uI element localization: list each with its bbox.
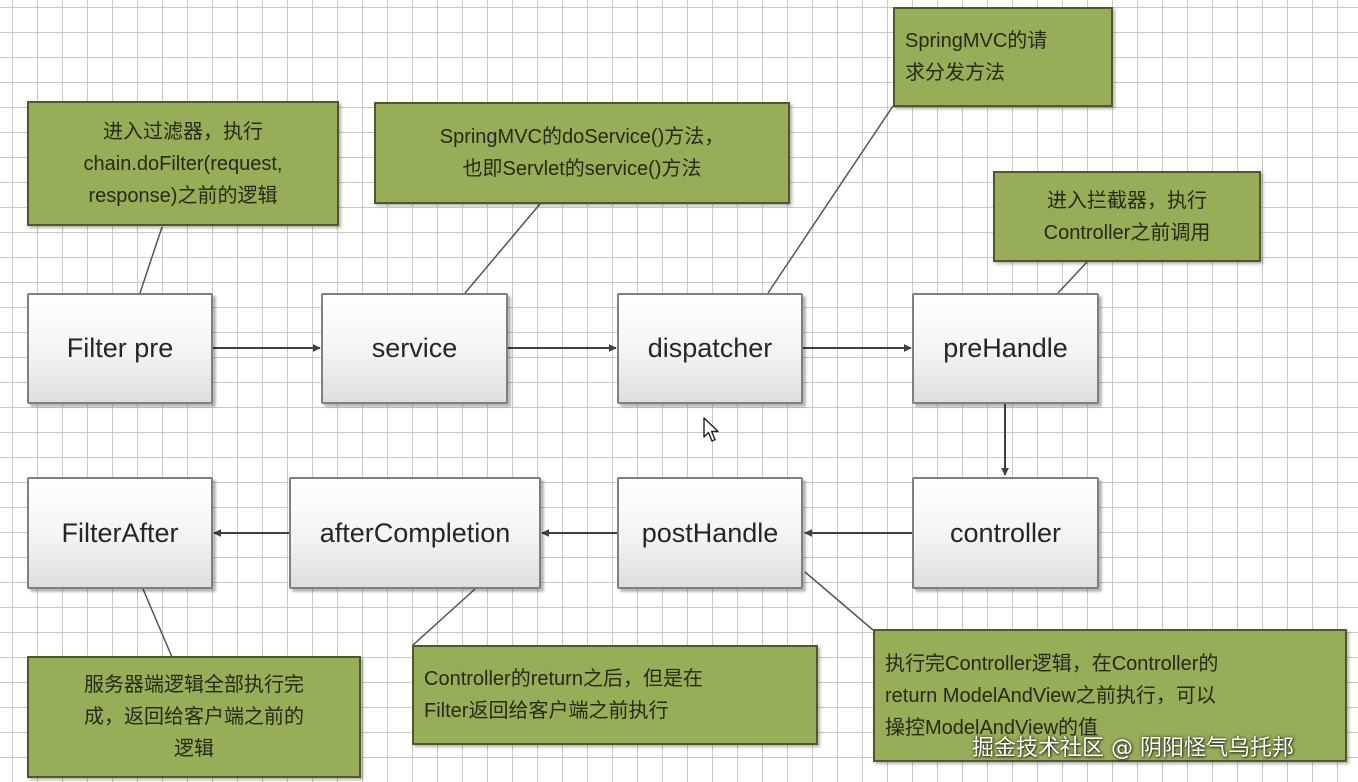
note-after-completion-line-1: Controller的return之后，但是在 — [424, 668, 703, 690]
note-dispatcher: SpringMVC的请 求分发方法 — [893, 7, 1113, 107]
node-post-handle: postHandle — [617, 477, 803, 589]
note-filter-pre-line-2: chain.doFilter(request, — [83, 152, 283, 175]
watermark-text: 掘金技术社区 @ 阴阳怪气乌托邦 — [972, 736, 1294, 761]
note-filter-after-line-2: 成，返回给客户端之前的 — [84, 706, 304, 728]
leader-service-note — [464, 203, 541, 294]
leader-posthandle-note — [804, 571, 874, 631]
mouse-pointer-icon — [703, 417, 721, 448]
leader-prehandle-note — [1057, 261, 1088, 294]
node-service: service — [321, 293, 508, 404]
note-filter-after-line-1: 服务器端逻辑全部执行完 — [84, 674, 304, 696]
note-post-handle-line-1: 执行完Controller逻辑，在Controller的 — [885, 652, 1219, 675]
note-after-completion: Controller的return之后，但是在 Filter返回给客户端之前执行 — [412, 645, 818, 745]
node-dispatcher: dispatcher — [617, 293, 803, 404]
note-pre-handle: 进入拦截器，执行 Controller之前调用 — [993, 171, 1261, 262]
node-controller: controller — [912, 477, 1099, 589]
leader-filterpre-note — [139, 226, 163, 294]
note-filter-pre-line-3: response)之前的逻辑 — [88, 184, 278, 207]
node-after-completion: afterCompletion — [289, 477, 541, 589]
note-filter-pre: 进入过滤器，执行 chain.doFilter(request, respons… — [27, 101, 339, 226]
note-dispatcher-line-2: 求分发方法 — [905, 62, 1005, 84]
note-post-handle-line-2: return ModelAndView之前执行，可以 — [885, 684, 1216, 707]
note-pre-handle-line-2: Controller之前调用 — [1043, 221, 1211, 244]
note-filter-after-line-3: 逻辑 — [174, 738, 214, 760]
note-pre-handle-line-1: 进入拦截器，执行 — [1046, 189, 1207, 212]
note-service-line-2: 也即Servlet的service()方法 — [462, 158, 702, 180]
leader-dispatcher-note — [767, 105, 894, 294]
leader-filterafter-note — [142, 588, 173, 658]
node-filter-after: FilterAfter — [27, 477, 213, 589]
node-pre-handle: preHandle — [912, 293, 1099, 404]
note-after-completion-line-2: Filter返回给客户端之前执行 — [424, 700, 669, 722]
note-filter-pre-line-1: 进入过滤器，执行 — [102, 120, 263, 143]
node-filter-pre: Filter pre — [27, 293, 213, 404]
leader-aftercompletion-note — [412, 588, 476, 646]
note-post-handle: 执行完Controller逻辑，在Controller的 return Mode… — [873, 629, 1347, 762]
note-post-handle-line-3: 操控ModelAndView的值 — [885, 716, 1099, 739]
note-service: SpringMVC的doService()方法， 也即Servlet的servi… — [374, 102, 790, 204]
note-dispatcher-line-1: SpringMVC的请 — [905, 30, 1048, 52]
note-filter-after: 服务器端逻辑全部执行完 成，返回给客户端之前的 逻辑 — [27, 656, 361, 778]
note-service-line-1: SpringMVC的doService()方法， — [439, 126, 725, 148]
